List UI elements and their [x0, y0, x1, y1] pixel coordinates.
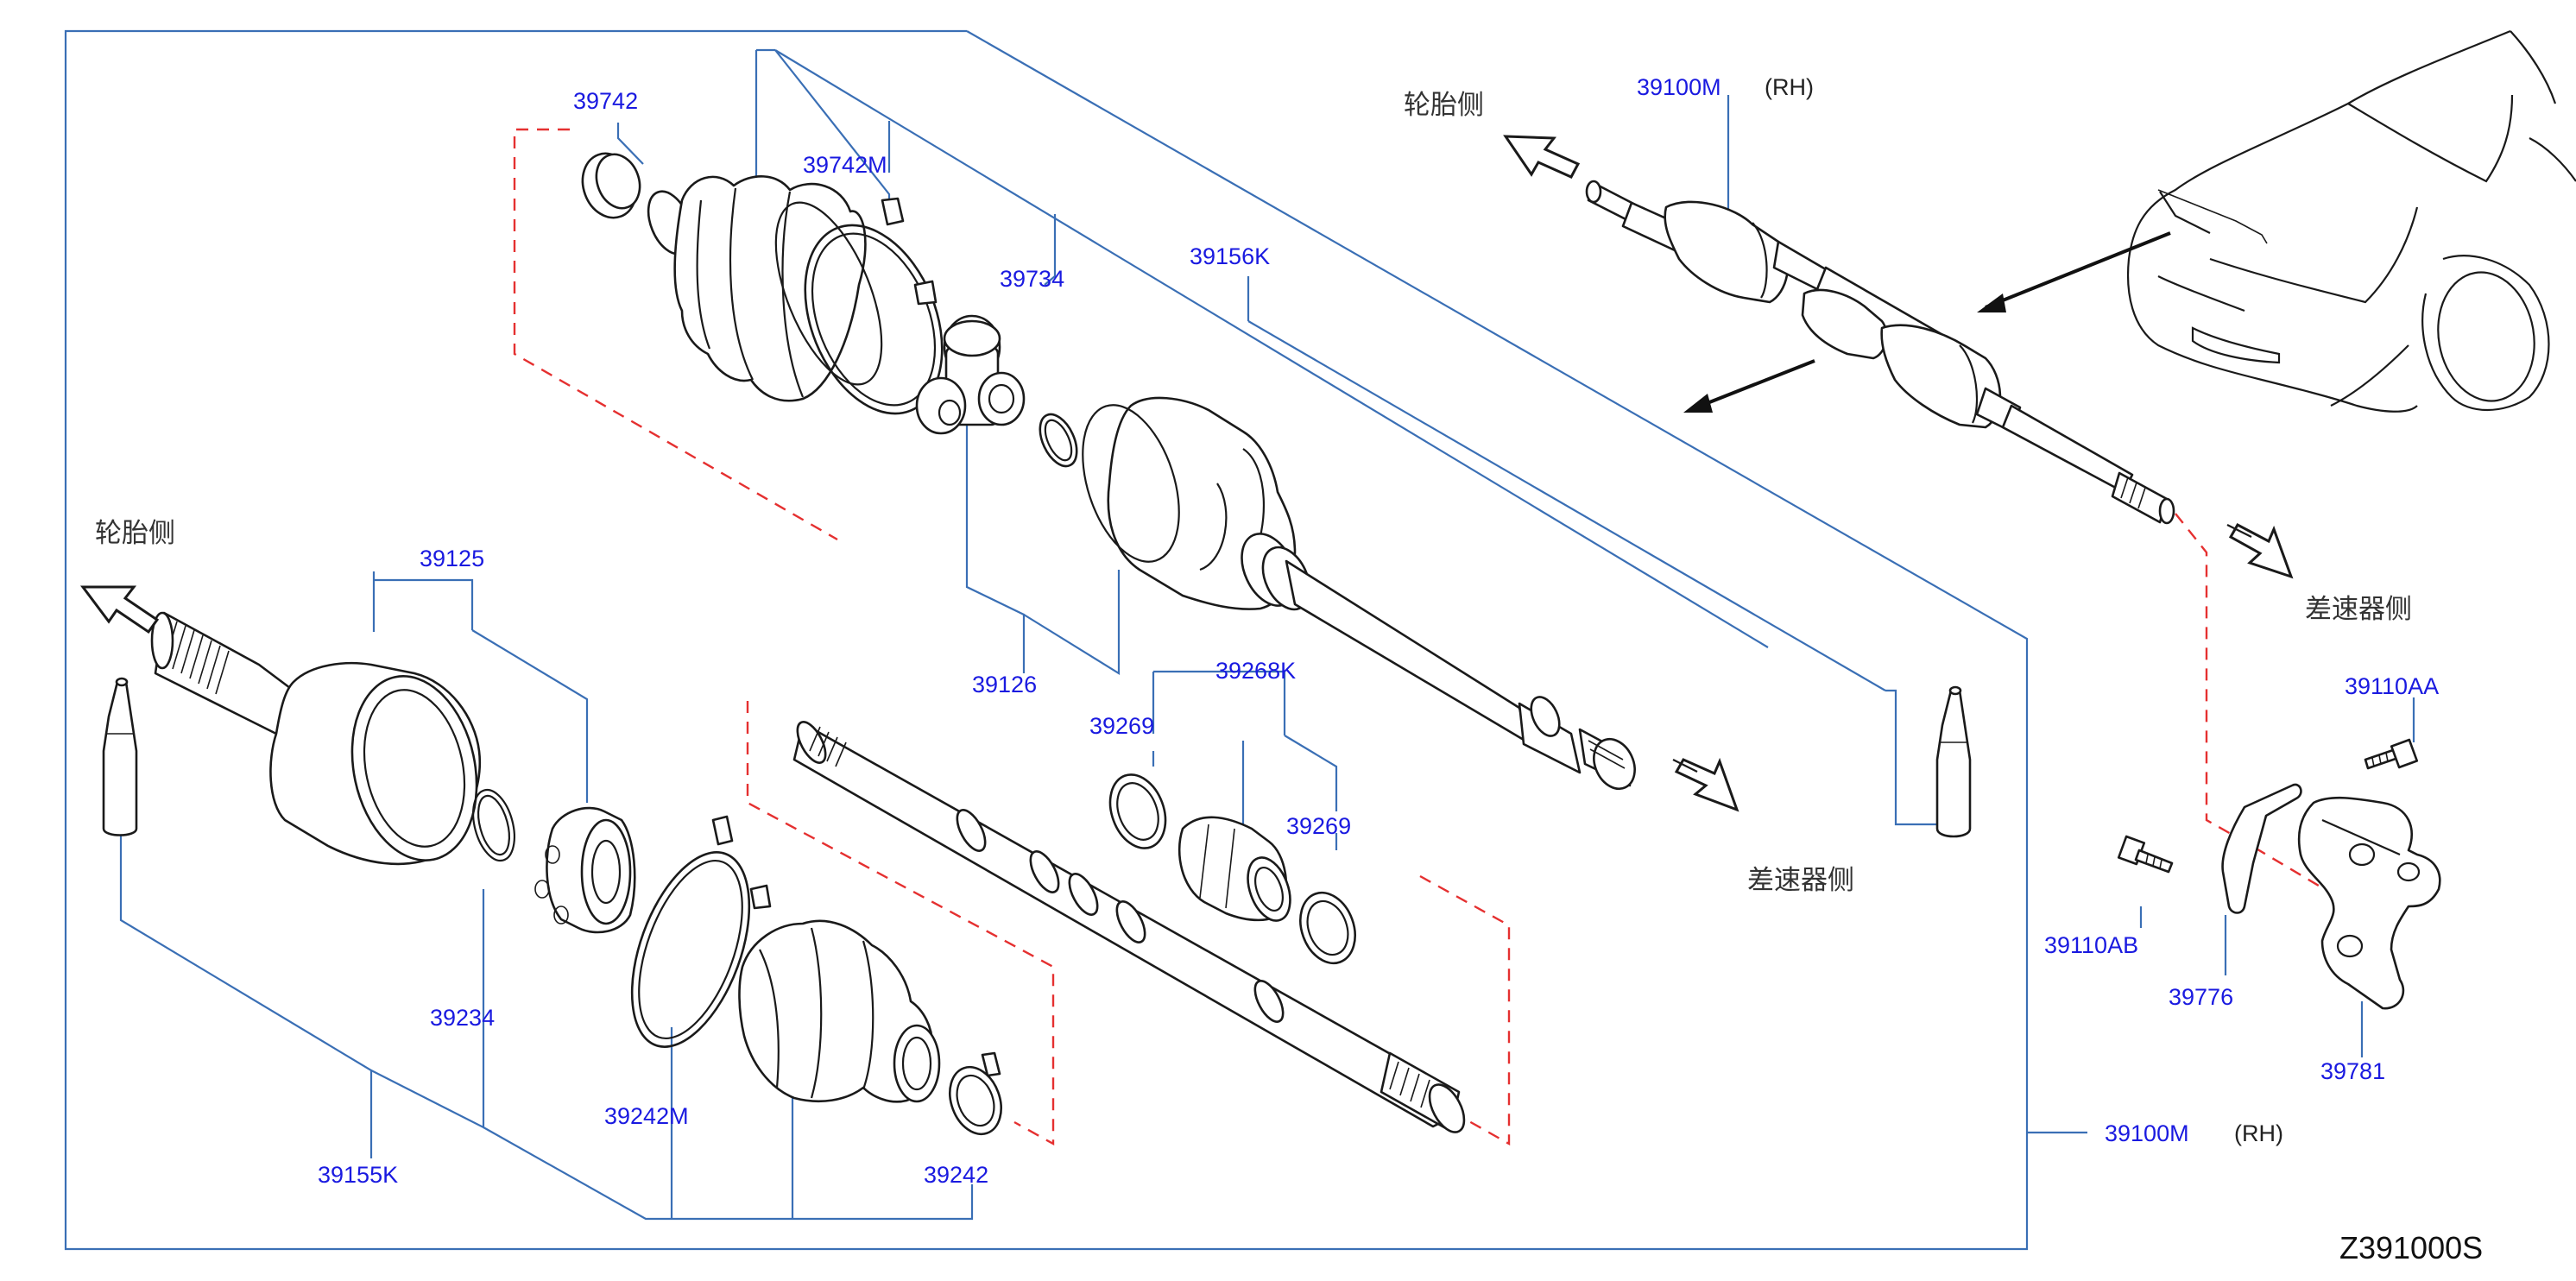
tire-side-arrow-icon — [1503, 135, 1581, 179]
dashed-groups — [513, 128, 2383, 1146]
part-label-39100M-top[interactable]: 39100M — [1637, 74, 1721, 100]
side-note-rh-top: (RH) — [1765, 74, 1814, 100]
part-label-39742[interactable]: 39742 — [573, 88, 638, 114]
outer-boot — [738, 919, 941, 1103]
tire-side-label-top: 轮胎侧 — [1404, 90, 1484, 121]
part-label-39156K[interactable]: 39156K — [1190, 243, 1270, 269]
part-label-39742M[interactable]: 39742M — [803, 152, 887, 178]
pointer-arrow-icon — [1683, 359, 1815, 413]
part-label-39242[interactable]: 39242 — [924, 1162, 988, 1188]
center-shaft — [792, 721, 1466, 1133]
inner-boot — [647, 175, 883, 402]
boot-band-39742 — [581, 152, 641, 219]
vehicle-outline — [2126, 29, 2576, 413]
bolt-39110AA — [2364, 738, 2419, 770]
boot-band-39242M — [630, 815, 772, 1048]
part-label-39268K[interactable]: 39268K — [1215, 658, 1296, 684]
part-label-39734[interactable]: 39734 — [1000, 266, 1064, 292]
differential-side-arrow-icon — [1672, 757, 1739, 812]
boot-band-39742M — [804, 197, 944, 415]
bracket-39776 — [2221, 783, 2302, 914]
complete-driveshaft-rh — [1585, 180, 2175, 525]
bolt-39110AB — [2117, 835, 2174, 874]
knuckle-39781 — [2297, 796, 2441, 1010]
boot-band-39242 — [949, 1051, 1002, 1136]
pointer-arrow-icon — [1977, 231, 2171, 312]
part-label-39234[interactable]: 39234 — [430, 1005, 495, 1031]
assembly-frame — [64, 29, 2029, 1251]
side-note-rh-bottom: (RH) — [2234, 1120, 2283, 1146]
leader-lines — [119, 48, 2415, 1221]
part-label-39269-lower[interactable]: 39269 — [1286, 813, 1351, 839]
snap-ring-39234 — [472, 788, 515, 862]
grease-tube-left — [102, 677, 138, 836]
snap-ring-39734 — [1039, 413, 1078, 468]
part-label-39110AA[interactable]: 39110AA — [2345, 673, 2439, 699]
tire-side-arrow-icon — [80, 585, 160, 634]
part-label-39125[interactable]: 39125 — [420, 546, 484, 571]
part-label-39100M-bottom[interactable]: 39100M — [2105, 1120, 2189, 1146]
part-label-39110AB[interactable]: 39110AB — [2044, 932, 2138, 958]
part-label-39781[interactable]: 39781 — [2320, 1058, 2385, 1084]
tire-side-label: 轮胎侧 — [95, 518, 175, 549]
part-label-39776[interactable]: 39776 — [2169, 984, 2233, 1010]
part-label-39242M[interactable]: 39242M — [604, 1103, 689, 1129]
part-label-39126[interactable]: 39126 — [972, 672, 1037, 697]
part-label-39269-upper[interactable]: 39269 — [1089, 713, 1154, 739]
damper-39268K — [1108, 773, 1356, 965]
part-label-39155K[interactable]: 39155K — [318, 1162, 398, 1188]
inner-race — [534, 806, 636, 934]
differential-side-label-right: 差速器侧 — [2305, 594, 2412, 625]
outer-joint-39125 — [150, 611, 482, 866]
differential-side-label: 差速器侧 — [1747, 865, 1854, 896]
differential-side-arrow-icon — [2226, 522, 2294, 579]
inner-housing-39126 — [1082, 396, 1636, 791]
diagram-code: Z391000S — [2339, 1230, 2483, 1265]
spider-assembly-39734 — [915, 314, 1026, 435]
grease-tube-right — [1935, 685, 1972, 838]
